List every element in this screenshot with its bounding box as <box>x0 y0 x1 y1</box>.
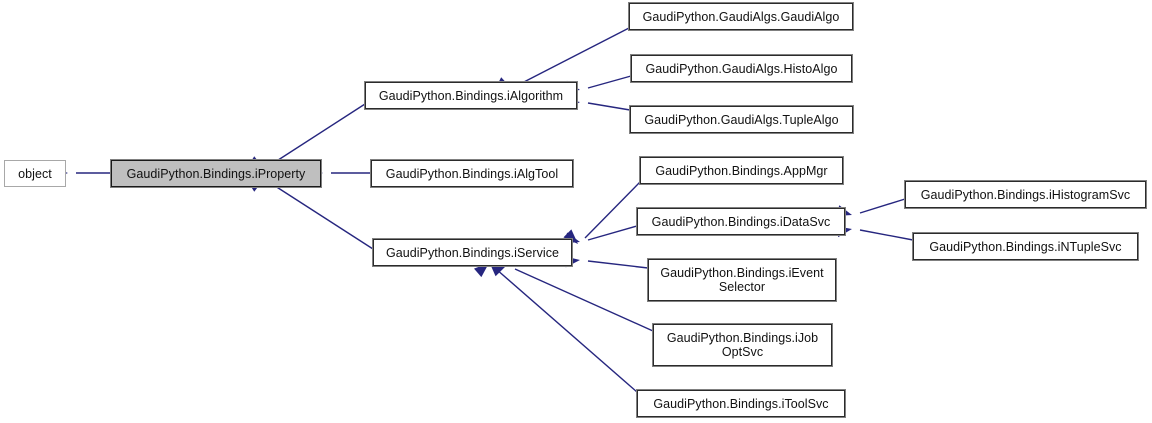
inheritance-edge <box>587 260 649 269</box>
class-node-iToolSvc[interactable]: GaudiPython.Bindings.iToolSvc <box>636 389 846 418</box>
class-node-iEventSelector[interactable]: GaudiPython.Bindings.iEvent Selector <box>647 258 837 302</box>
class-node-iProperty[interactable]: GaudiPython.Bindings.iProperty <box>110 159 322 188</box>
inheritance-edge <box>271 103 366 165</box>
class-node-HistoAlgo[interactable]: GaudiPython.GaudiAlgs.HistoAlgo <box>630 54 853 83</box>
class-node-label: GaudiPython.Bindings.AppMgr <box>655 163 828 178</box>
class-node-iService[interactable]: GaudiPython.Bindings.iService <box>372 238 573 267</box>
class-node-label: GaudiPython.Bindings.iDataSvc <box>651 214 831 229</box>
class-node-iAlgTool[interactable]: GaudiPython.Bindings.iAlgTool <box>370 159 574 188</box>
class-node-label: GaudiPython.Bindings.iHistogramSvc <box>920 187 1131 202</box>
class-node-object[interactable]: object <box>4 160 66 187</box>
class-node-TupleAlgo[interactable]: GaudiPython.GaudiAlgs.TupleAlgo <box>629 105 854 134</box>
class-node-label: GaudiPython.Bindings.iEvent Selector <box>660 266 824 294</box>
inheritance-edge <box>514 268 654 332</box>
class-node-label: GaudiPython.Bindings.iProperty <box>126 166 306 181</box>
class-node-label: GaudiPython.Bindings.iJob OptSvc <box>666 331 819 359</box>
class-node-label: object <box>18 166 52 181</box>
class-node-label: GaudiPython.GaudiAlgs.TupleAlgo <box>644 112 839 127</box>
class-node-iHistogramSvc[interactable]: GaudiPython.Bindings.iHistogramSvc <box>904 180 1147 209</box>
inheritance-edge <box>859 198 906 214</box>
class-node-iJobOptSvc[interactable]: GaudiPython.Bindings.iJob OptSvc <box>652 323 833 367</box>
class-node-GaudiAlgo[interactable]: GaudiPython.GaudiAlgs.GaudiAlgo <box>628 2 854 31</box>
inheritance-edge <box>587 75 632 89</box>
class-node-label: GaudiPython.Bindings.iAlgTool <box>385 166 559 181</box>
class-node-AppMgr[interactable]: GaudiPython.Bindings.AppMgr <box>639 156 844 185</box>
class-node-label: GaudiPython.GaudiAlgs.GaudiAlgo <box>642 9 840 24</box>
class-node-iAlgorithm[interactable]: GaudiPython.Bindings.iAlgorithm <box>364 81 578 110</box>
class-node-label: GaudiPython.Bindings.iNTupleSvc <box>929 239 1122 254</box>
class-node-label: GaudiPython.GaudiAlgs.HistoAlgo <box>645 61 838 76</box>
inheritance-edge <box>271 183 374 250</box>
class-node-label: GaudiPython.Bindings.iToolSvc <box>653 396 829 411</box>
class-node-iDataSvc[interactable]: GaudiPython.Bindings.iDataSvc <box>636 207 846 236</box>
inheritance-edge <box>584 181 641 239</box>
class-node-label: GaudiPython.Bindings.iAlgorithm <box>378 88 564 103</box>
class-node-label: GaudiPython.Bindings.iService <box>385 245 560 260</box>
inheritance-edge <box>859 229 914 241</box>
class-node-iNTupleSvc[interactable]: GaudiPython.Bindings.iNTupleSvc <box>912 232 1139 261</box>
inheritance-edge <box>587 225 638 241</box>
inheritance-edge <box>519 27 630 85</box>
inheritance-edge <box>587 102 631 111</box>
inheritance-edge <box>495 268 638 393</box>
